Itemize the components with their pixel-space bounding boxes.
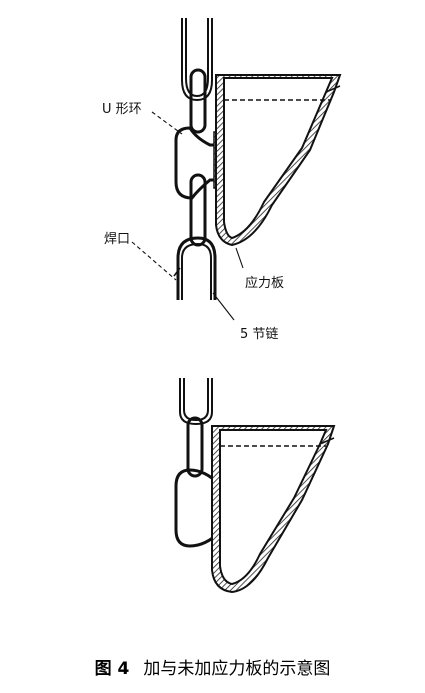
top-figure bbox=[131, 18, 342, 321]
figure-caption: 图 4 加与未加应力板的示意图 bbox=[0, 654, 425, 679]
bottom-u-ring bbox=[174, 468, 222, 548]
figure-number: 图 4 bbox=[94, 659, 130, 679]
label-stress-plate: 应力板 bbox=[245, 276, 285, 291]
label-chain: 5 节链 bbox=[240, 327, 279, 342]
top-chain bbox=[173, 18, 222, 300]
top-bucket bbox=[215, 74, 342, 247]
label-weld: 焊口 bbox=[104, 232, 131, 247]
top-leaders bbox=[131, 111, 244, 321]
top-u-ring bbox=[174, 126, 222, 200]
figure-title: 加与未加应力板的示意图 bbox=[143, 659, 331, 679]
bottom-bucket bbox=[211, 425, 336, 594]
top-weld-link bbox=[176, 236, 217, 300]
label-u-ring: U 形环 bbox=[102, 102, 142, 117]
bottom-figure bbox=[174, 378, 336, 594]
bottom-chain bbox=[174, 378, 222, 548]
